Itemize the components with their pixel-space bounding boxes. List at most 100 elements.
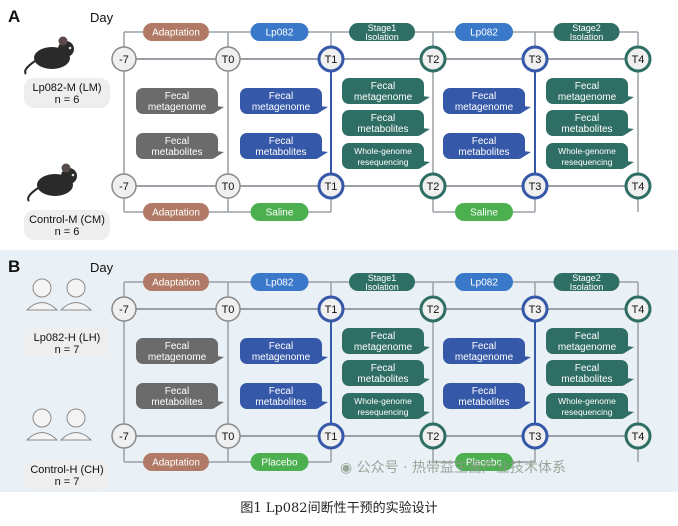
- phase-pill-bottom-0-label: Adaptation: [152, 458, 200, 469]
- sample-teal-0-2-line1: Whole-genome: [354, 396, 412, 406]
- phase-pill-top-2-label-2: Isolation: [365, 32, 399, 42]
- timepoint-bottom-5-circle: [624, 172, 652, 200]
- sample-teal-0-1-tail: [422, 128, 430, 134]
- phase-pill-top-3: Lp082: [455, 273, 513, 291]
- sample-teal-1-0-tail: [626, 96, 634, 102]
- bottom-group-label: Control-H (CH): [30, 464, 103, 476]
- timepoint-bottom-0-label: -7: [119, 181, 129, 193]
- sample-teal-0-1-line1: Fecal: [371, 113, 395, 124]
- phase-pill-top-0: Adaptation: [143, 273, 209, 291]
- sample-teal-0-0-tail: [422, 346, 430, 352]
- phase-pill-bottom-0: Adaptation: [143, 453, 209, 471]
- sample-teal-0-0-bg: [342, 78, 424, 104]
- sample-teal-1-0-line2: metagenome: [558, 342, 617, 353]
- phase-pill-top-4-label-1: Stage2: [572, 23, 601, 33]
- figure-caption: 图1 Lp082间断性干预的实验设计: [240, 501, 438, 516]
- phase-pill-top-1: Lp082: [250, 273, 309, 291]
- sample-teal-0-0-line1: Fecal: [371, 81, 395, 92]
- mouse-icon-bottom: [27, 163, 77, 202]
- sample-blue-0-1-line1: Fecal: [269, 386, 293, 397]
- phase-pill-bottom-2-bg: [455, 203, 513, 221]
- day-label: Day: [90, 10, 114, 25]
- sample-blue-0-1-bg: [240, 133, 322, 159]
- phase-pill-bottom-2-label: Placebo: [466, 458, 503, 469]
- sample-gray-1-bg: [136, 383, 218, 409]
- sample-gray-0-bg: [136, 88, 218, 114]
- timepoint-bottom-3-circle: [419, 172, 447, 200]
- sample-teal-0-2-bg: [342, 143, 424, 169]
- timepoint-bottom-1-label: T0: [222, 181, 235, 193]
- sample-blue-1-0-tail: [523, 106, 531, 112]
- sample-blue-0-0-line1: Fecal: [269, 91, 293, 102]
- timepoint-bottom-2-circle: [317, 422, 345, 450]
- timepoint-top-2-label: T1: [325, 54, 338, 66]
- sample-blue-0-0-bg: [240, 338, 322, 364]
- sample-teal-0-0-line2: metagenome: [354, 92, 413, 103]
- timepoint-bottom-1-label: T0: [222, 431, 235, 443]
- phase-pill-top-0-bg: [143, 23, 209, 41]
- timepoint-top-3-circle: [419, 45, 447, 73]
- sample-blue-1-0-bg: [443, 338, 525, 364]
- bottom-group-label: Control-M (CM): [29, 214, 105, 226]
- sample-gray-1-bg: [136, 133, 218, 159]
- sample-teal-0-0-bg: [342, 328, 424, 354]
- sample-gray-1-line1: Fecal: [165, 136, 189, 147]
- phase-pill-top-1-label: Lp082: [266, 28, 294, 39]
- phase-pill-top-1-label: Lp082: [266, 278, 294, 289]
- sample-teal-0-1-bg: [342, 110, 424, 136]
- phase-pill-bottom-0-bg: [143, 453, 209, 471]
- sample-teal-0-1-tail: [422, 378, 430, 384]
- sample-teal-0-2-line2: resequencing: [357, 407, 408, 417]
- person-icon-female-bottom-shoulders: [25, 432, 59, 441]
- sample-teal-1-2-bg: [546, 393, 628, 419]
- person-icon-male-top: [59, 278, 93, 311]
- sample-gray-1-tail: [216, 151, 224, 157]
- sample-blue-0-0-line2: metagenome: [252, 352, 311, 363]
- phase-pill-top-2-bg: [349, 23, 415, 41]
- timepoint-bottom-1-circle: [215, 423, 241, 449]
- timepoint-bottom-4-circle: [521, 422, 549, 450]
- sample-gray-1-line1: Fecal: [165, 386, 189, 397]
- bottom-group-bg: [24, 210, 110, 240]
- phase-pill-top-2-label-1: Stage1: [368, 23, 397, 33]
- timepoint-top-0-label: -7: [119, 54, 129, 66]
- timepoint-top-1-label: T0: [222, 54, 235, 66]
- sample-blue-0-0-tail: [320, 106, 328, 112]
- timepoint-bottom-3-circle: [419, 422, 447, 450]
- timepoint-bottom-1-circle: [215, 173, 241, 199]
- mouse-icon-top-eye: [68, 46, 72, 50]
- sample-blue-0-1-bg: [240, 383, 322, 409]
- sample-blue-1-1-tail: [523, 401, 531, 407]
- sample-blue-1-0-line2: metagenome: [455, 352, 514, 363]
- sample-teal-0-1-line2: metabolites: [357, 124, 408, 135]
- phase-pill-top-2-label-1: Stage1: [368, 273, 397, 283]
- sample-teal-1-2-tail: [626, 161, 634, 167]
- sample-teal-0-0-line1: Fecal: [371, 331, 395, 342]
- timepoint-top-1-label: T0: [222, 304, 235, 316]
- phase-pill-bottom-1-label: Placebo: [261, 458, 298, 469]
- sample-blue-1-1-tail: [523, 151, 531, 157]
- phase-pill-top-1-bg: [250, 273, 309, 291]
- bottom-group-n: n = 7: [55, 476, 80, 488]
- timepoint-top-0-label: -7: [119, 304, 129, 316]
- sample-teal-1-2-bg: [546, 143, 628, 169]
- top-group-bg: [24, 328, 110, 358]
- person-icon-male-bottom: [59, 408, 93, 441]
- timepoint-top-4-circle: [521, 45, 549, 73]
